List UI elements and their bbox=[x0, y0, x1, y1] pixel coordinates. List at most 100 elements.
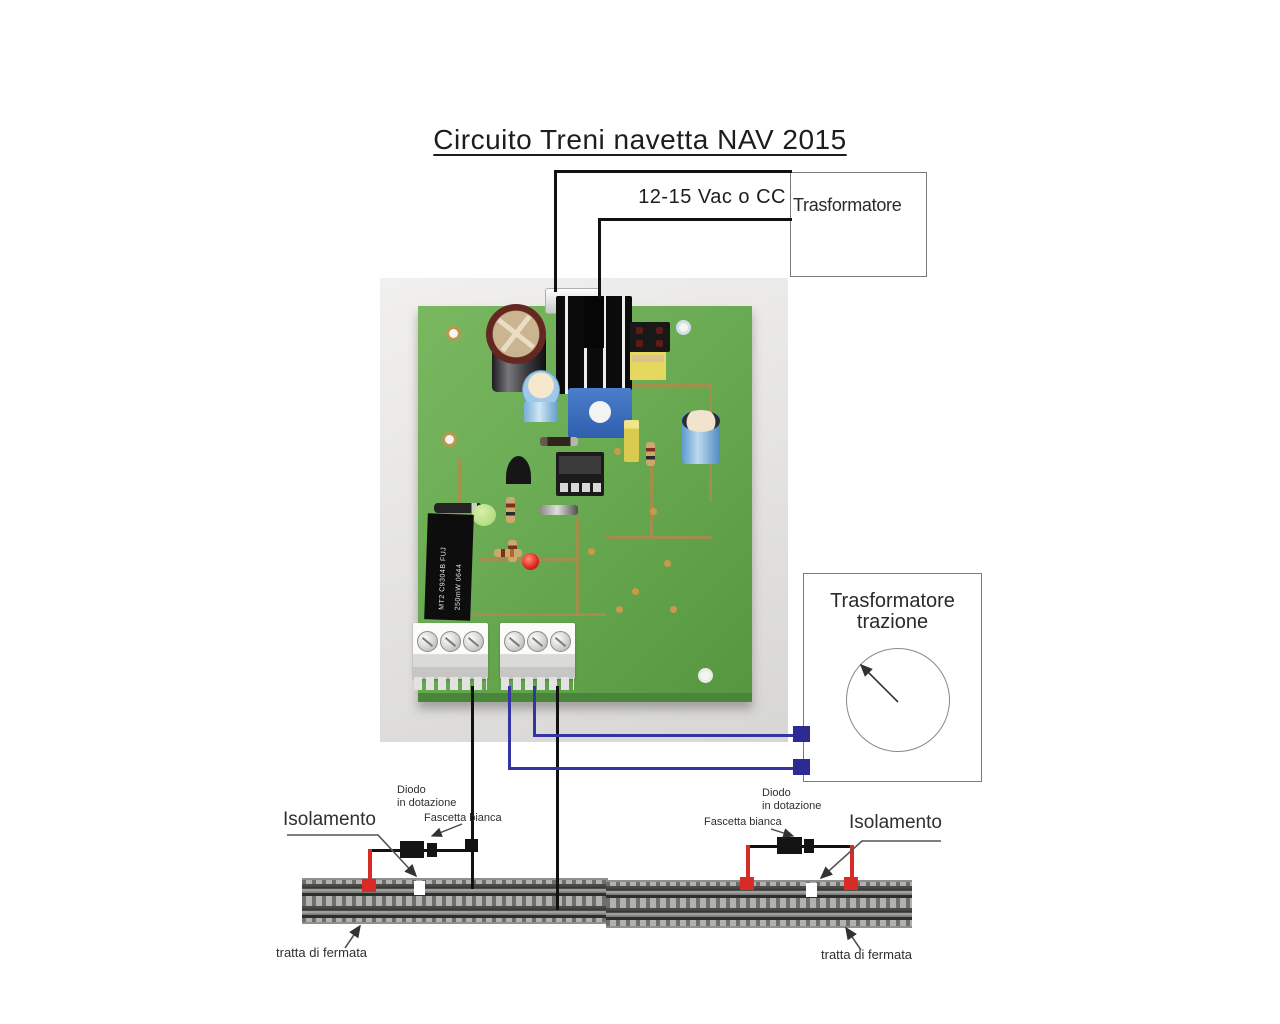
wire-supply-top-vertical bbox=[554, 170, 557, 292]
resistor bbox=[494, 549, 522, 557]
diodo-label-left: Diodo in dotazione bbox=[397, 784, 456, 810]
solder-pad bbox=[664, 560, 671, 567]
ic-top-face bbox=[559, 456, 601, 474]
wire-blue-lower-horizontal bbox=[508, 767, 796, 770]
wire-middle-output bbox=[556, 686, 559, 910]
wire-junction bbox=[465, 839, 478, 852]
isolation-gap-left bbox=[414, 881, 425, 895]
wire-blue-upper-vertical bbox=[533, 686, 536, 737]
resistor bbox=[646, 442, 655, 466]
tratta-label-right: tratta di fermata bbox=[821, 947, 913, 962]
rail-connector-red-right-1 bbox=[740, 877, 754, 890]
capacitor-yellow bbox=[624, 420, 639, 462]
ic-pin bbox=[560, 483, 568, 492]
mounting-hole bbox=[442, 432, 457, 447]
copper-trace bbox=[650, 446, 653, 538]
component-pin bbox=[636, 327, 643, 334]
traction-label-line1: Trasformatore bbox=[830, 590, 955, 612]
diode-axial bbox=[540, 505, 578, 515]
diodo-line2: in dotazione bbox=[762, 800, 822, 812]
solder-pad bbox=[632, 588, 639, 595]
rail-bottom bbox=[302, 906, 608, 918]
isolamento-pointer-left bbox=[287, 834, 418, 878]
relay-print: MT2 C9304B FUJ bbox=[438, 546, 448, 610]
bridge-rectifier bbox=[630, 322, 670, 352]
relay-label-strip bbox=[632, 355, 664, 362]
supply-voltage-label: 12-15 Vac o CC bbox=[638, 186, 786, 208]
wire-supply-bottom-vertical bbox=[598, 218, 601, 298]
wire-supply-bottom-horizontal bbox=[598, 218, 792, 221]
solder-pad bbox=[614, 448, 621, 455]
diodo-line1: Diodo bbox=[397, 784, 426, 796]
isolamento-label-left: Isolamento bbox=[283, 809, 376, 830]
terminal-block-right bbox=[500, 623, 575, 690]
rail-bottom bbox=[606, 908, 912, 920]
component-pin bbox=[636, 340, 643, 347]
copper-trace bbox=[606, 536, 712, 539]
wire-blue-lower-vertical bbox=[508, 686, 511, 770]
wire-red-right-1 bbox=[746, 845, 750, 881]
rail-top bbox=[606, 886, 912, 898]
tratta-label-left: tratta di fermata bbox=[276, 945, 368, 960]
diode-right bbox=[777, 837, 802, 854]
component-pin bbox=[656, 327, 663, 334]
isolation-gap-right bbox=[806, 883, 817, 897]
solder-pad bbox=[650, 508, 657, 515]
ic-chip bbox=[556, 452, 604, 496]
heatsink bbox=[556, 296, 632, 394]
mounting-hole bbox=[676, 320, 691, 335]
rail-connector-red-right-2 bbox=[844, 877, 858, 890]
ic-pin bbox=[582, 483, 590, 492]
heatsink-tab bbox=[584, 296, 604, 348]
capacitor-top bbox=[682, 410, 720, 432]
white-cable-tie-right bbox=[804, 839, 814, 853]
relay-black: MT2 C9304B FUJ 250mW 0644 bbox=[424, 513, 474, 621]
terminal-block-left bbox=[413, 623, 488, 690]
transistor bbox=[506, 456, 531, 484]
capacitor-vent-slot bbox=[500, 314, 532, 353]
diode-left bbox=[400, 841, 424, 858]
isolamento-label-right: Isolamento bbox=[849, 812, 942, 833]
resistor bbox=[506, 497, 515, 523]
white-cable-tie-left bbox=[427, 843, 437, 857]
wire-red-right-2 bbox=[850, 845, 854, 881]
red-led bbox=[522, 553, 539, 570]
fascetta-label-right: Fascetta bianca bbox=[704, 816, 782, 828]
rail-top bbox=[302, 884, 608, 896]
copper-trace bbox=[458, 613, 606, 616]
electrolytic-capacitor-top bbox=[486, 304, 546, 364]
solder-pad bbox=[670, 606, 677, 613]
circuit-board: MT2 C9304B FUJ 250mW 0644 bbox=[413, 288, 752, 702]
fascetta-pointer-right bbox=[770, 828, 795, 838]
diodo-label-right: Diodo in dotazione bbox=[762, 787, 821, 813]
mounting-hole bbox=[698, 668, 713, 683]
terminal-pins bbox=[414, 677, 487, 690]
diode-glass bbox=[540, 437, 578, 446]
transformer-box: Trasformatore bbox=[790, 172, 927, 277]
component-pin bbox=[656, 340, 663, 347]
diode-axial bbox=[434, 503, 482, 513]
ic-pin bbox=[571, 483, 579, 492]
rail-connector-red-left bbox=[362, 879, 376, 892]
traction-transformer-box: Trasformatore trazione bbox=[803, 573, 982, 782]
wire-blue-upper-horizontal bbox=[533, 734, 796, 737]
plug-connector-lower bbox=[793, 759, 810, 775]
ic-pin bbox=[593, 483, 601, 492]
solder-pad bbox=[616, 606, 623, 613]
capacitor-blue-right bbox=[682, 410, 720, 464]
traction-label-line2: trazione bbox=[856, 611, 929, 633]
fascetta-label-left: Fascetta bianca bbox=[424, 812, 502, 824]
track-segment-right bbox=[606, 880, 912, 928]
page-title: Circuito Treni navetta NAV 2015 bbox=[433, 124, 847, 155]
diodo-line1: Diodo bbox=[762, 787, 791, 799]
pcb-photo: MT2 C9304B FUJ 250mW 0644 bbox=[380, 278, 788, 742]
relay-print: 250mW 0644 bbox=[454, 563, 464, 611]
wire-left-output bbox=[471, 686, 474, 889]
copper-trace bbox=[576, 518, 579, 616]
fascetta-pointer-left bbox=[430, 823, 463, 837]
capacitor-blue-left-body bbox=[524, 402, 558, 422]
board-edge bbox=[418, 693, 752, 702]
trimmer-knob bbox=[589, 401, 611, 423]
diodo-line2: in dotazione bbox=[397, 797, 457, 809]
